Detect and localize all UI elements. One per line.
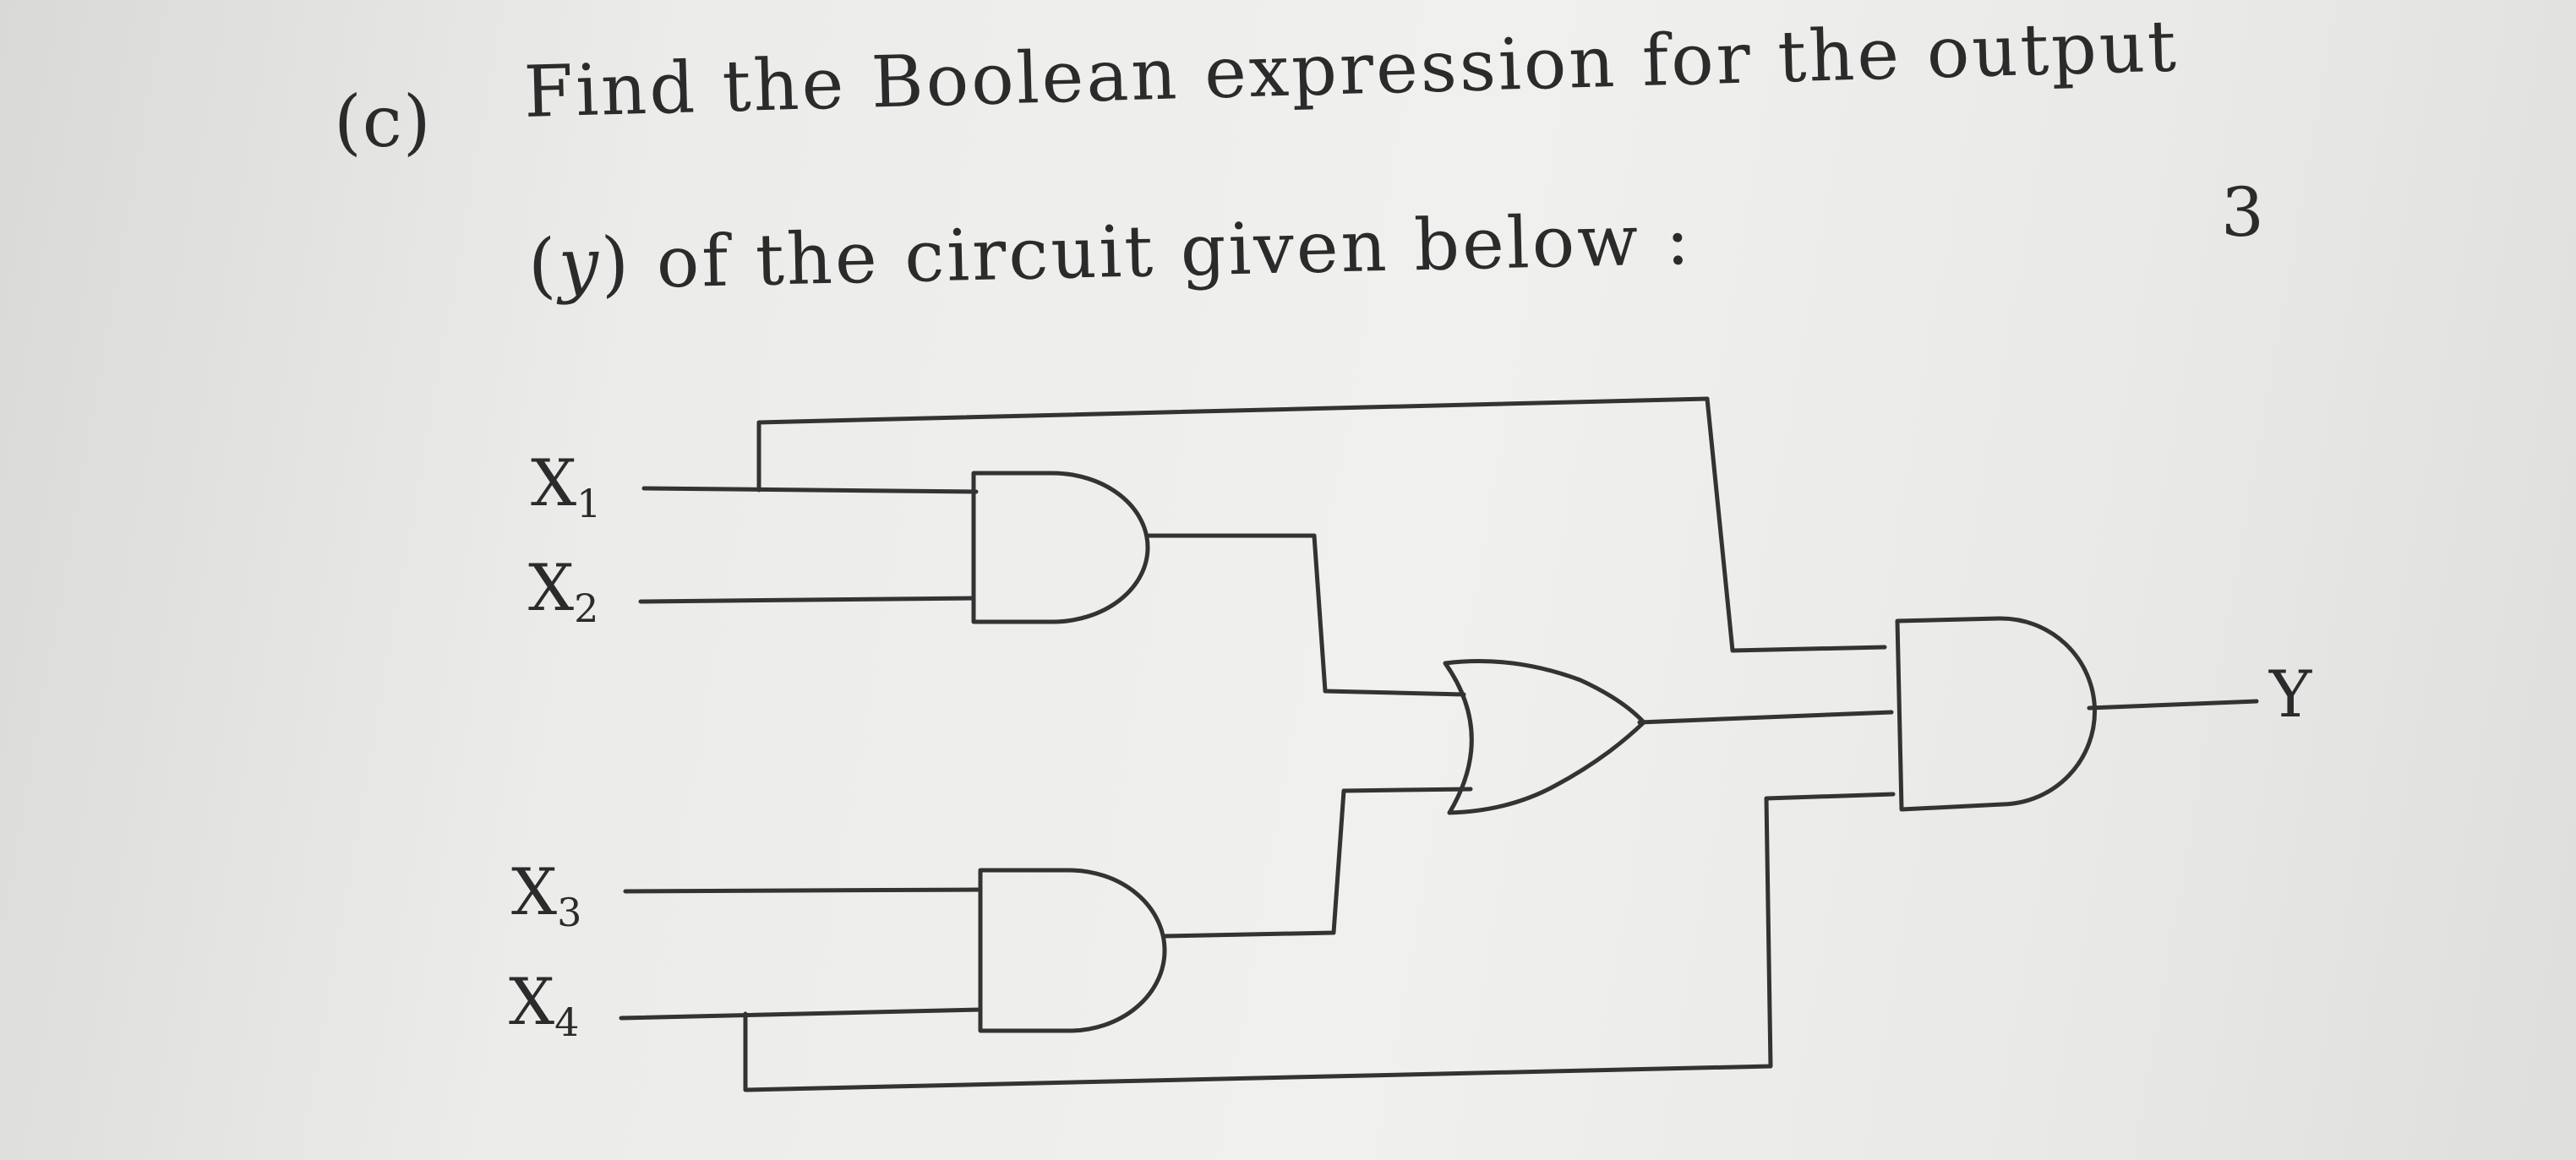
wire-x3 [623, 887, 983, 894]
input-label-x4: X4 [509, 964, 579, 1045]
input-label-x3: X3 [511, 854, 581, 935]
and-gate-3 [1895, 616, 2098, 812]
wire-and1-to-or [1145, 533, 1466, 697]
question-label: (c) [334, 80, 432, 163]
output-label-y: Y [2268, 656, 2312, 732]
wire-output-y [2087, 699, 2259, 711]
or-gate [1443, 659, 1646, 815]
wire-x4-to-and3 [743, 792, 1896, 1092]
input-label-x1: X1 [531, 445, 601, 526]
and-gate-2 [978, 868, 1167, 1033]
wire-x1 [641, 486, 979, 494]
and-gate-1 [971, 471, 1150, 624]
wire-x4 [619, 1007, 983, 1021]
input-label-x2: X2 [528, 550, 598, 631]
wire-and2-to-or [1162, 787, 1473, 939]
wire-x2 [638, 596, 976, 604]
wire-x1-to-and3 [756, 396, 1887, 653]
marks: 3 [2221, 173, 2264, 252]
wire-or-to-and3 [1637, 710, 1894, 725]
